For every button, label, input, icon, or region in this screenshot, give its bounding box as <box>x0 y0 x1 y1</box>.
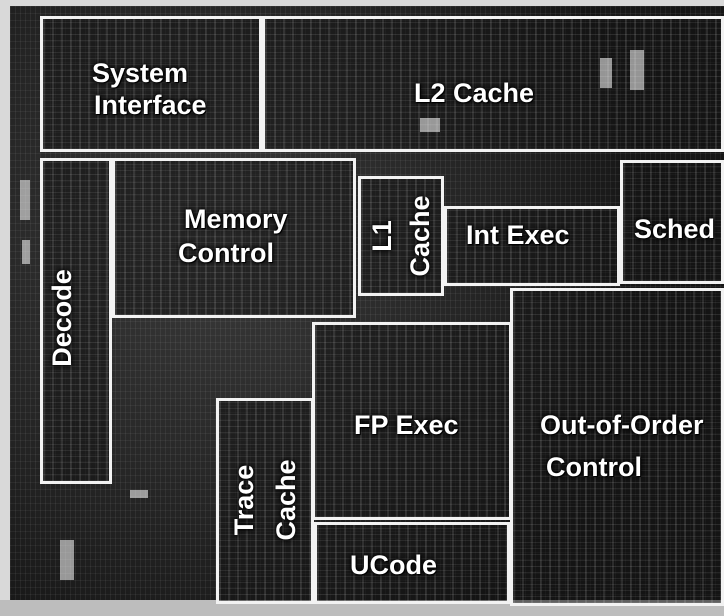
texture-speckle <box>600 58 612 88</box>
label-fp-exec: FP Exec <box>354 410 459 440</box>
label-memory-control-1: Memory <box>184 204 288 234</box>
label-memory-control-2: Control <box>178 238 274 268</box>
texture-speckle <box>630 50 644 90</box>
texture-speckle <box>420 118 440 132</box>
label-trace-cache-a: Trace <box>229 465 259 536</box>
label-l1-cache-b: Cache <box>405 195 435 276</box>
texture-speckle <box>22 240 30 264</box>
label-l2-cache: L2 Cache <box>414 78 534 108</box>
label-int-exec: Int Exec <box>466 220 570 250</box>
label-sched: Sched <box>634 214 715 244</box>
label-ucode: UCode <box>350 550 437 580</box>
block-out-of-order-control <box>510 288 724 606</box>
label-out-of-order-2: Control <box>546 452 642 482</box>
label-trace-cache-b: Cache <box>271 459 301 540</box>
texture-speckle <box>20 180 30 220</box>
texture-speckle <box>130 490 148 498</box>
label-decode: Decode <box>47 269 77 367</box>
label-system-interface-1: System <box>92 58 188 88</box>
label-l1-cache-a: L1 <box>367 220 397 252</box>
texture-speckle <box>60 540 74 580</box>
label-system-interface-2: Interface <box>94 90 207 120</box>
die-edge-left <box>0 0 10 616</box>
label-out-of-order-1: Out-of-Order <box>540 410 703 440</box>
die-edge-top <box>0 0 724 6</box>
